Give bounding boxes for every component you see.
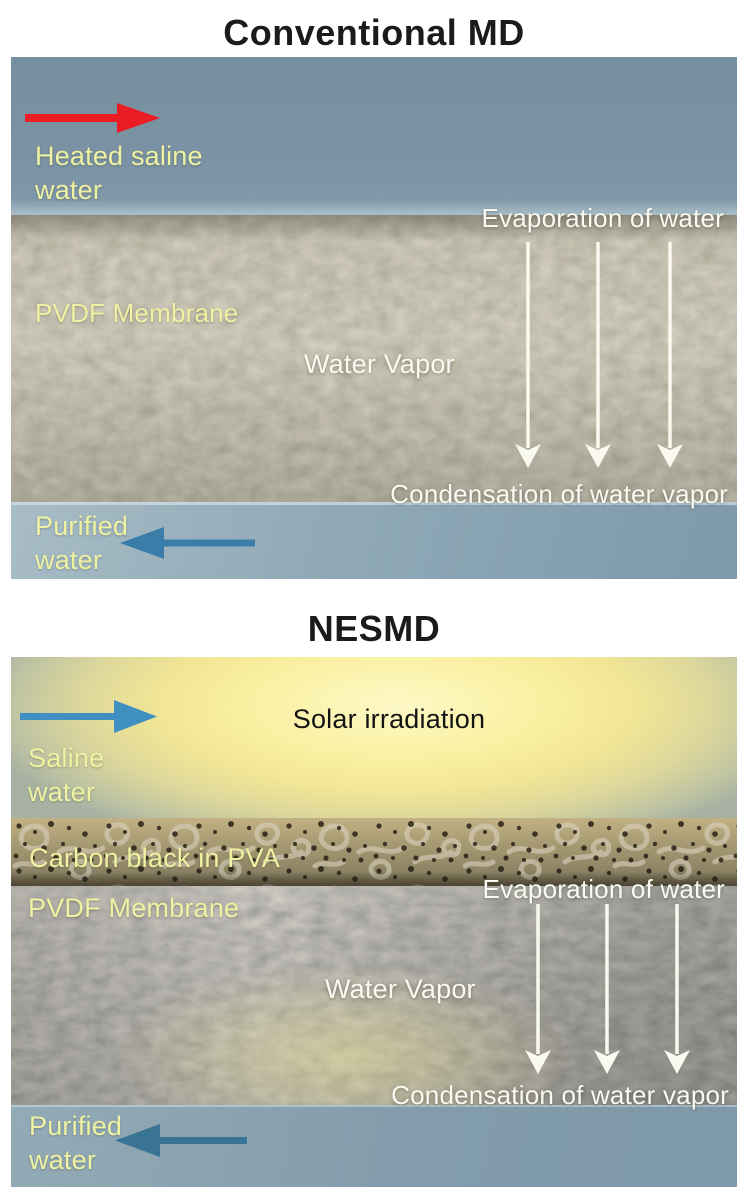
heated-saline-flow-arrow-icon xyxy=(25,103,160,133)
purified-water-flow-arrow-icon xyxy=(115,1124,247,1157)
saline-water-label: Saline water xyxy=(28,743,105,808)
evaporation-label: Evaporation of water xyxy=(481,203,724,233)
solar-irradiation-label: Solar irradiation xyxy=(292,704,486,734)
pvdf-membrane-label: PVDF Membrane xyxy=(28,893,240,923)
membrane-shading xyxy=(11,215,737,502)
heated-saline-water-layer xyxy=(11,57,737,215)
pvdf-membrane-layer xyxy=(11,215,737,502)
condensation-label: Condensation of water vapor xyxy=(390,479,728,509)
panel1-title: Conventional MD xyxy=(223,12,525,53)
carbon-black-pva-layer xyxy=(11,818,737,886)
conventional-md-panel: Heated saline water Evaporation of water… xyxy=(11,57,737,579)
saline-water-solar-layer xyxy=(11,657,737,818)
evaporation-label: Evaporation of water xyxy=(482,874,725,904)
water-vapor-label: Water Vapor xyxy=(304,349,455,379)
evaporation-arrow-icon xyxy=(515,242,541,468)
purified-water-flow-arrow-icon xyxy=(120,527,255,559)
nesmd-panel: Solar irradiation Saline water Carbon bl… xyxy=(11,657,737,1187)
purified-water-label: Purified water xyxy=(29,1111,123,1176)
purified-water-label: Purified water xyxy=(35,511,129,576)
carbon-black-label: Carbon black in PVA xyxy=(29,843,280,873)
pvdf-membrane-layer xyxy=(11,886,737,1105)
heated-saline-water-label: Heated saline water xyxy=(35,141,203,206)
pvdf-membrane-label: PVDF Membrane xyxy=(35,298,239,328)
panel2-title: NESMD xyxy=(307,608,441,649)
condensation-label: Condensation of water vapor xyxy=(391,1080,729,1110)
evaporation-arrow-icon xyxy=(525,904,551,1074)
saline-feed-flow-arrow-icon xyxy=(20,700,157,733)
water-vapor-label: Water Vapor xyxy=(325,974,476,1004)
evaporation-arrow-icon xyxy=(664,904,690,1074)
evaporation-arrow-icon xyxy=(594,904,620,1074)
evaporation-arrow-icon xyxy=(585,242,611,468)
evaporation-arrow-icon xyxy=(657,242,683,468)
membrane-shading xyxy=(11,886,737,1105)
